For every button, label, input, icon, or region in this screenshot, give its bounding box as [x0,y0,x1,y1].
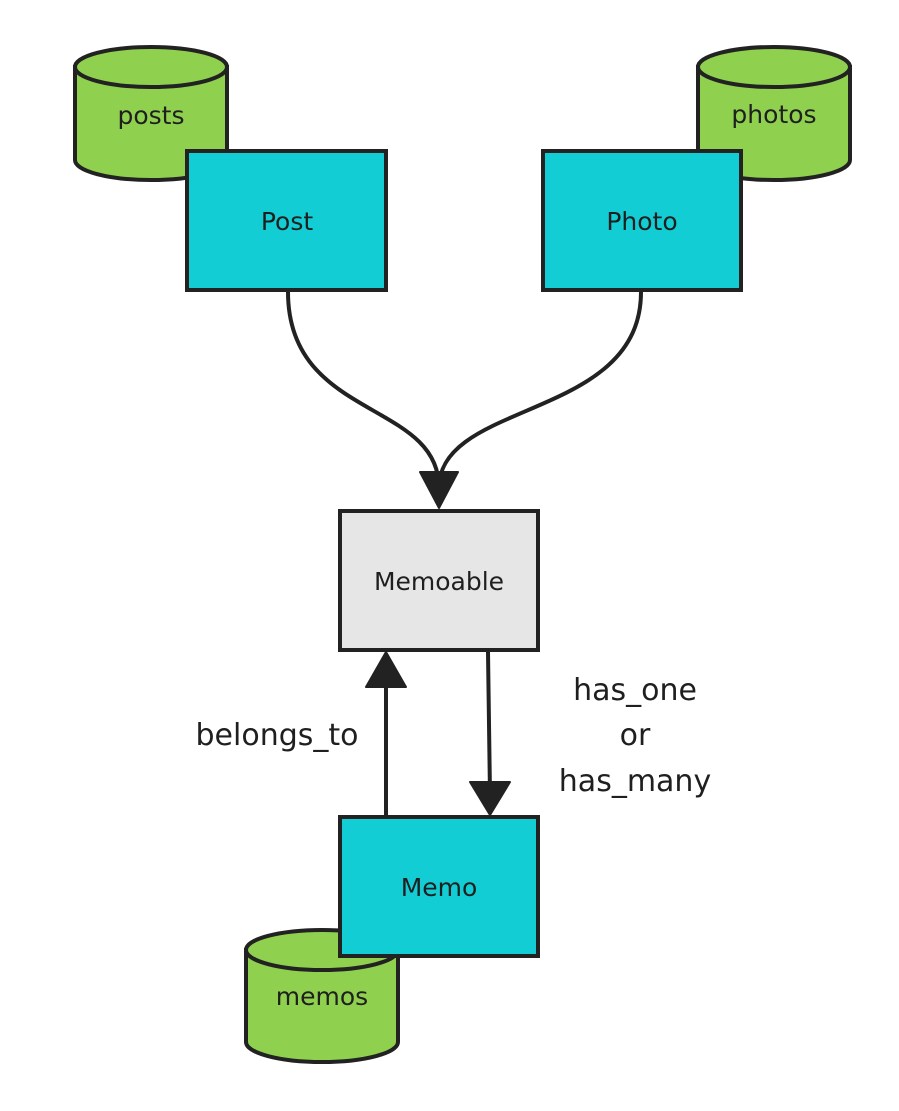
has-one-label-line-3: has_many [559,764,711,799]
memo-model-label: Memo [401,873,478,902]
post-model-label: Post [261,207,314,236]
belongs-to-label: belongs_to [196,718,359,753]
memo-to-memoable-edge[interactable]: belongs_to [196,651,407,815]
memo-model-node[interactable]: Memo [338,815,540,958]
has-one-label-line-2: or [620,718,651,753]
memos-table-cylinder[interactable]: memos [244,928,400,1064]
post-model-node[interactable]: Post [185,149,388,292]
post-model-box [185,149,388,292]
posts-cylinder-top [73,45,229,89]
belongs-to-arrowhead [365,651,407,688]
memoable-incoming-arrowhead [419,471,459,509]
memoable-to-memo-edge[interactable]: has_one or has_many [469,651,711,816]
post-to-memoable-edge[interactable] [286,290,441,490]
memoable-interface-box [338,509,540,652]
photo-model-node[interactable]: Photo [541,149,743,292]
photo-model-box [541,149,743,292]
photos-cylinder-top [696,45,852,89]
has-one-arrowhead [469,781,511,816]
memos-cylinder-body [244,948,400,1064]
photos-table-label: photos [731,100,816,129]
has-one-line [486,651,492,796]
photo-to-memoable-edge[interactable] [419,290,643,509]
photo-to-memoable-line [437,290,643,490]
has-one-label-line-1: has_one [573,673,697,708]
memoable-interface-label: Memoable [374,567,504,596]
memoable-interface-node[interactable]: Memoable [338,509,540,652]
memo-model-box [338,815,540,958]
post-to-memoable-line [286,290,441,490]
posts-table-label: posts [117,101,184,130]
memos-table-label: memos [276,982,368,1011]
posts-table-cylinder[interactable]: posts [73,45,229,182]
photo-model-label: Photo [606,207,677,236]
